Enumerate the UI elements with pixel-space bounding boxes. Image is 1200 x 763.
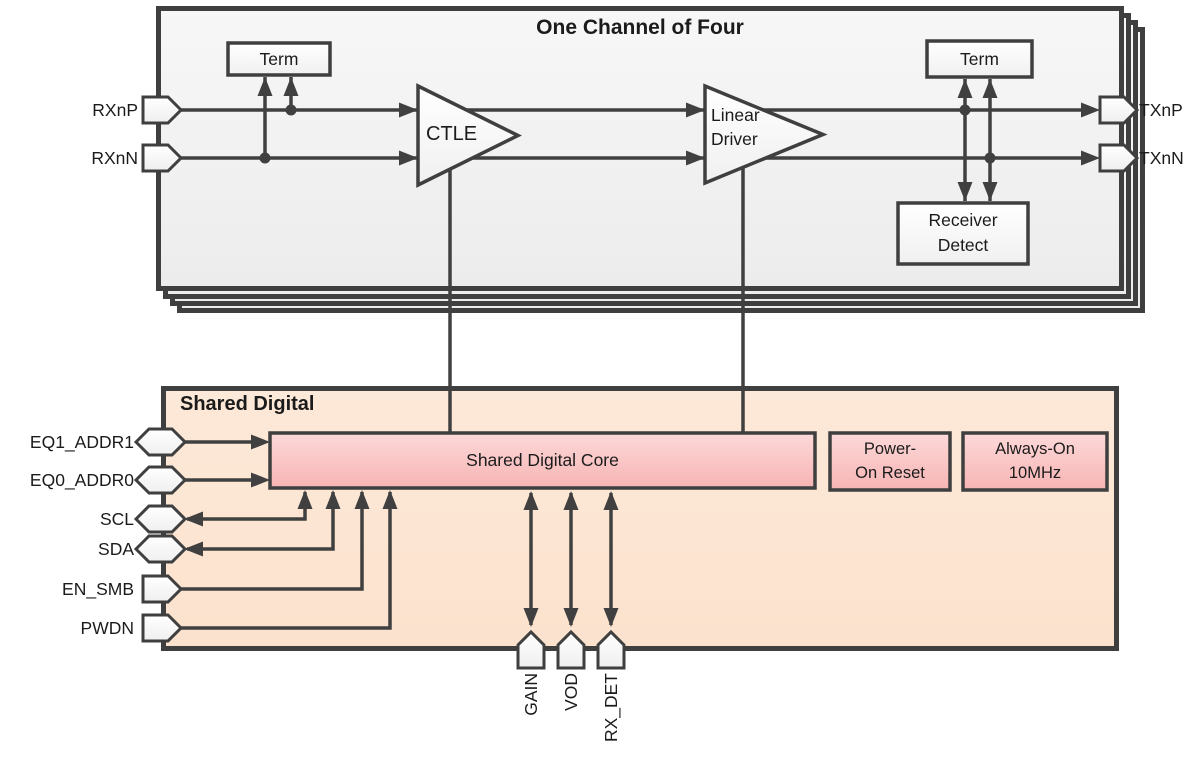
white-blocks bbox=[226, 39, 1034, 266]
wire-pwdn bbox=[181, 492, 392, 630]
arrow-into-txnp bbox=[1081, 102, 1100, 118]
pin-rxnn-icon bbox=[141, 143, 184, 173]
arrow-sda-core bbox=[325, 490, 341, 509]
pin-label-eq1-addr1: EQ1_ADDR1 bbox=[29, 432, 134, 452]
term-right-label: Term bbox=[960, 49, 999, 69]
arrow-up-term-left-b bbox=[283, 77, 299, 96]
shared-digital-core-box bbox=[268, 431, 817, 490]
pin-vod-icon bbox=[556, 629, 586, 670]
linear-driver-line2: Driver bbox=[711, 129, 758, 149]
junction-txnn bbox=[984, 152, 996, 164]
junction-txnp bbox=[959, 104, 971, 116]
pin-label-rx-det: RX_DET bbox=[601, 673, 621, 743]
ctle-label: CTLE bbox=[426, 123, 478, 145]
pin-rxnp-icon bbox=[141, 95, 184, 125]
pin-label-scl: SCL bbox=[99, 509, 134, 529]
arrow-into-driver-n bbox=[686, 150, 705, 166]
arrow-into-ctle-p bbox=[399, 102, 418, 118]
channel-title: One Channel of Four bbox=[536, 16, 744, 39]
shared-digital-core-label: Shared Digital Core bbox=[466, 450, 619, 470]
pin-txnn-icon bbox=[1098, 143, 1140, 173]
arrow-up-term-right-a bbox=[957, 79, 973, 98]
arrow-scl-out bbox=[184, 511, 203, 527]
pin-sda-icon bbox=[133, 534, 188, 564]
pin-label-eq0-addr0: EQ0_ADDR0 bbox=[29, 470, 134, 490]
arrow-vod-down bbox=[563, 608, 579, 627]
receiver-detect-line1: Receiver bbox=[928, 210, 998, 230]
linear-driver-label: Linear Driver bbox=[711, 103, 760, 151]
linear-driver-line1: Linear bbox=[711, 105, 760, 125]
arrow-vod-up bbox=[563, 491, 579, 510]
pin-eq1-addr1-icon bbox=[133, 427, 188, 457]
pins bbox=[133, 95, 1140, 670]
pin-scl-icon bbox=[133, 504, 188, 534]
arrow-eq0-core bbox=[251, 472, 270, 488]
receiver-detect-line2: Detect bbox=[937, 235, 989, 255]
pin-label-en-smb: EN_SMB bbox=[62, 579, 134, 599]
arrow-eq1-core bbox=[251, 434, 270, 450]
pin-label-txnp: TXnP bbox=[1139, 100, 1183, 120]
arrow-up-term-right-b bbox=[982, 79, 998, 98]
pin-label-rxnn: RXnN bbox=[91, 148, 138, 168]
always-on-label: Always-On 10MHz bbox=[963, 437, 1107, 485]
pin-gain-icon bbox=[516, 629, 546, 670]
arrow-ensmb-core bbox=[354, 490, 370, 509]
power-on-reset-line1: Power- bbox=[863, 440, 917, 458]
arrow-pwdn-core bbox=[382, 490, 398, 509]
arrow-up-term-left-a bbox=[257, 77, 273, 96]
arrow-gain-down bbox=[523, 608, 539, 627]
arrow-down-rxdetect-a bbox=[957, 182, 973, 201]
pin-txnp-icon bbox=[1098, 95, 1140, 125]
arrow-rxdet-down bbox=[603, 608, 619, 627]
arrow-into-ctle-n bbox=[399, 150, 418, 166]
always-on-line1: Always-On bbox=[995, 440, 1075, 458]
ctle-triangle bbox=[416, 83, 522, 188]
junction-rxnp bbox=[285, 104, 297, 116]
term-left-label: Term bbox=[259, 49, 299, 69]
wires bbox=[181, 77, 1082, 630]
always-on-line2: 10MHz bbox=[1008, 464, 1062, 482]
term-left-box bbox=[226, 41, 332, 77]
junction-rxnn bbox=[259, 152, 271, 164]
pin-eq0-addr0-icon bbox=[133, 465, 188, 495]
junction-dots bbox=[259, 104, 996, 164]
pin-label-vod: VOD bbox=[561, 673, 581, 711]
power-on-reset-line2: On Reset bbox=[855, 464, 925, 482]
power-on-reset-label: Power- On Reset bbox=[830, 437, 950, 485]
arrow-down-rxdetect-b bbox=[982, 182, 998, 201]
pin-pwdn-icon bbox=[141, 613, 184, 643]
power-on-reset-box bbox=[828, 431, 952, 492]
wire-en-smb bbox=[181, 492, 364, 591]
wire-sda bbox=[187, 492, 335, 551]
always-on-box bbox=[961, 431, 1109, 492]
pin-en-smb-icon bbox=[141, 574, 184, 604]
receiver-detect-label: Receiver Detect bbox=[898, 208, 1028, 258]
pin-label-txnn: TXnN bbox=[1139, 148, 1184, 168]
pin-label-rxnp: RXnP bbox=[92, 100, 138, 120]
arrowheads bbox=[184, 77, 1100, 627]
arrow-gain-up bbox=[523, 491, 539, 510]
arrow-scl-core bbox=[297, 490, 313, 509]
pin-label-sda: SDA bbox=[98, 539, 134, 559]
linear-driver-triangle bbox=[703, 83, 828, 186]
arrow-into-driver-p bbox=[686, 102, 705, 118]
arrow-sda-out bbox=[184, 541, 203, 557]
pin-rx-det-icon bbox=[596, 629, 626, 670]
term-right-box bbox=[925, 39, 1034, 79]
pin-label-pwdn: PWDN bbox=[80, 618, 134, 638]
pink-blocks bbox=[268, 431, 1109, 492]
shared-digital-title: Shared Digital bbox=[180, 393, 315, 415]
pin-label-gain: GAIN bbox=[521, 673, 541, 716]
receiver-detect-box bbox=[896, 201, 1030, 266]
arrow-rxdet-up bbox=[603, 491, 619, 510]
arrow-into-txnn bbox=[1081, 150, 1100, 166]
